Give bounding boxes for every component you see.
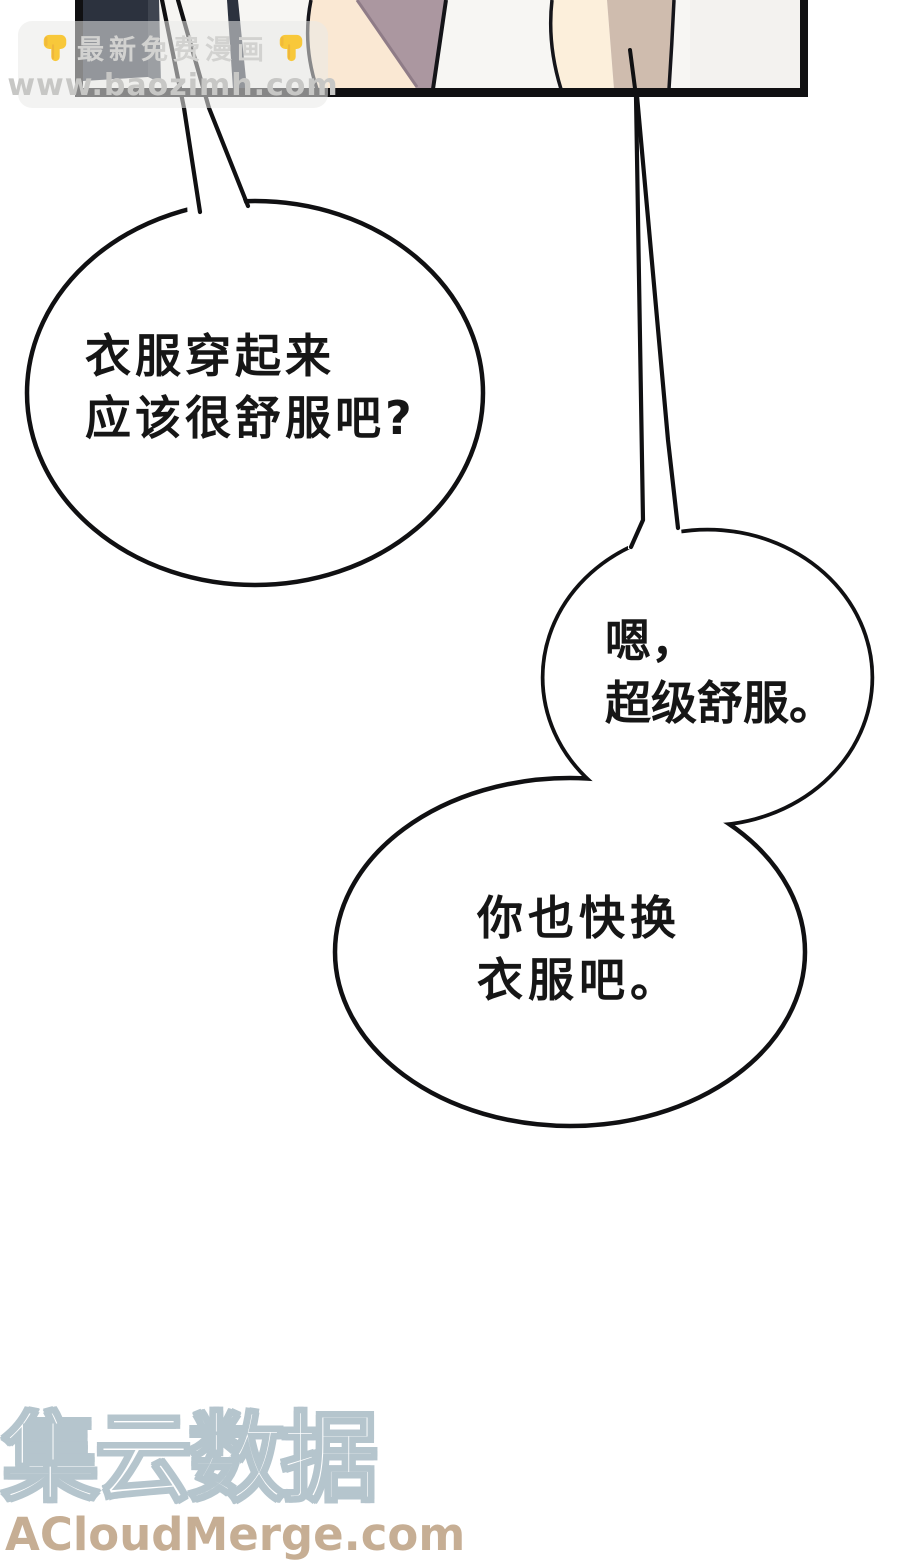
leg-mauve-right-outline [431, 0, 448, 89]
panel-shading [690, 0, 800, 89]
leg-tan [607, 0, 674, 89]
panel-border-right [800, 0, 808, 97]
bubble-3-text: 你也快换 衣服吧。 [477, 887, 681, 1011]
pointing-down-hand-icon [43, 34, 67, 61]
banner-title-row: 最新免费漫画 [40, 28, 306, 67]
leg-cream-left [307, 0, 418, 89]
bottom-watermark-url: ACloudMerge.com [5, 1508, 466, 1561]
banner-title: 最新免费漫画 [77, 35, 269, 66]
bubble-2-tail-line-left [628, 93, 646, 550]
bubble-2-line-1: 嗯， [605, 614, 697, 668]
bubble-1-shape [24, 198, 486, 588]
bubble-2-tail-stem [628, 48, 638, 98]
bubble-1-line-2: 应该很舒服吧? [85, 391, 416, 445]
leg-cream-right [550, 0, 614, 89]
bubble-1-text: 衣服穿起来 应该很舒服吧? [85, 325, 416, 449]
bubble-1-line-1: 衣服穿起来 [85, 329, 335, 383]
bubble-3-shape [332, 775, 808, 1129]
panel-border-bottom [75, 88, 808, 97]
site-watermark-banner: 最新免费漫画 www.baozimh.com [7, 21, 338, 108]
bubble-3-line-1: 你也快换 [477, 891, 681, 945]
bubble-2-line-2: 超级舒服。 [605, 676, 835, 730]
leg-tan-right-outline [667, 0, 676, 89]
bottom-watermark-title: 集云数据 [1, 1402, 380, 1515]
bubble-2-tail-line-right [634, 93, 681, 531]
banner-site-url: www.baozimh.com [7, 68, 339, 103]
bubble-2-text: 嗯， 超级舒服。 [605, 610, 835, 734]
speech-bubble-1 [24, 0, 486, 588]
bubble-3-line-2: 衣服吧。 [477, 953, 681, 1007]
speech-bubble-2-3 [332, 48, 875, 1129]
leg-mauve [357, 0, 446, 89]
leg-mauve-left-edge [355, 0, 419, 88]
leg-cream-right-outline [548, 0, 563, 89]
pointing-down-hand-icon [279, 34, 303, 61]
bubble-2-interior [544, 531, 871, 824]
